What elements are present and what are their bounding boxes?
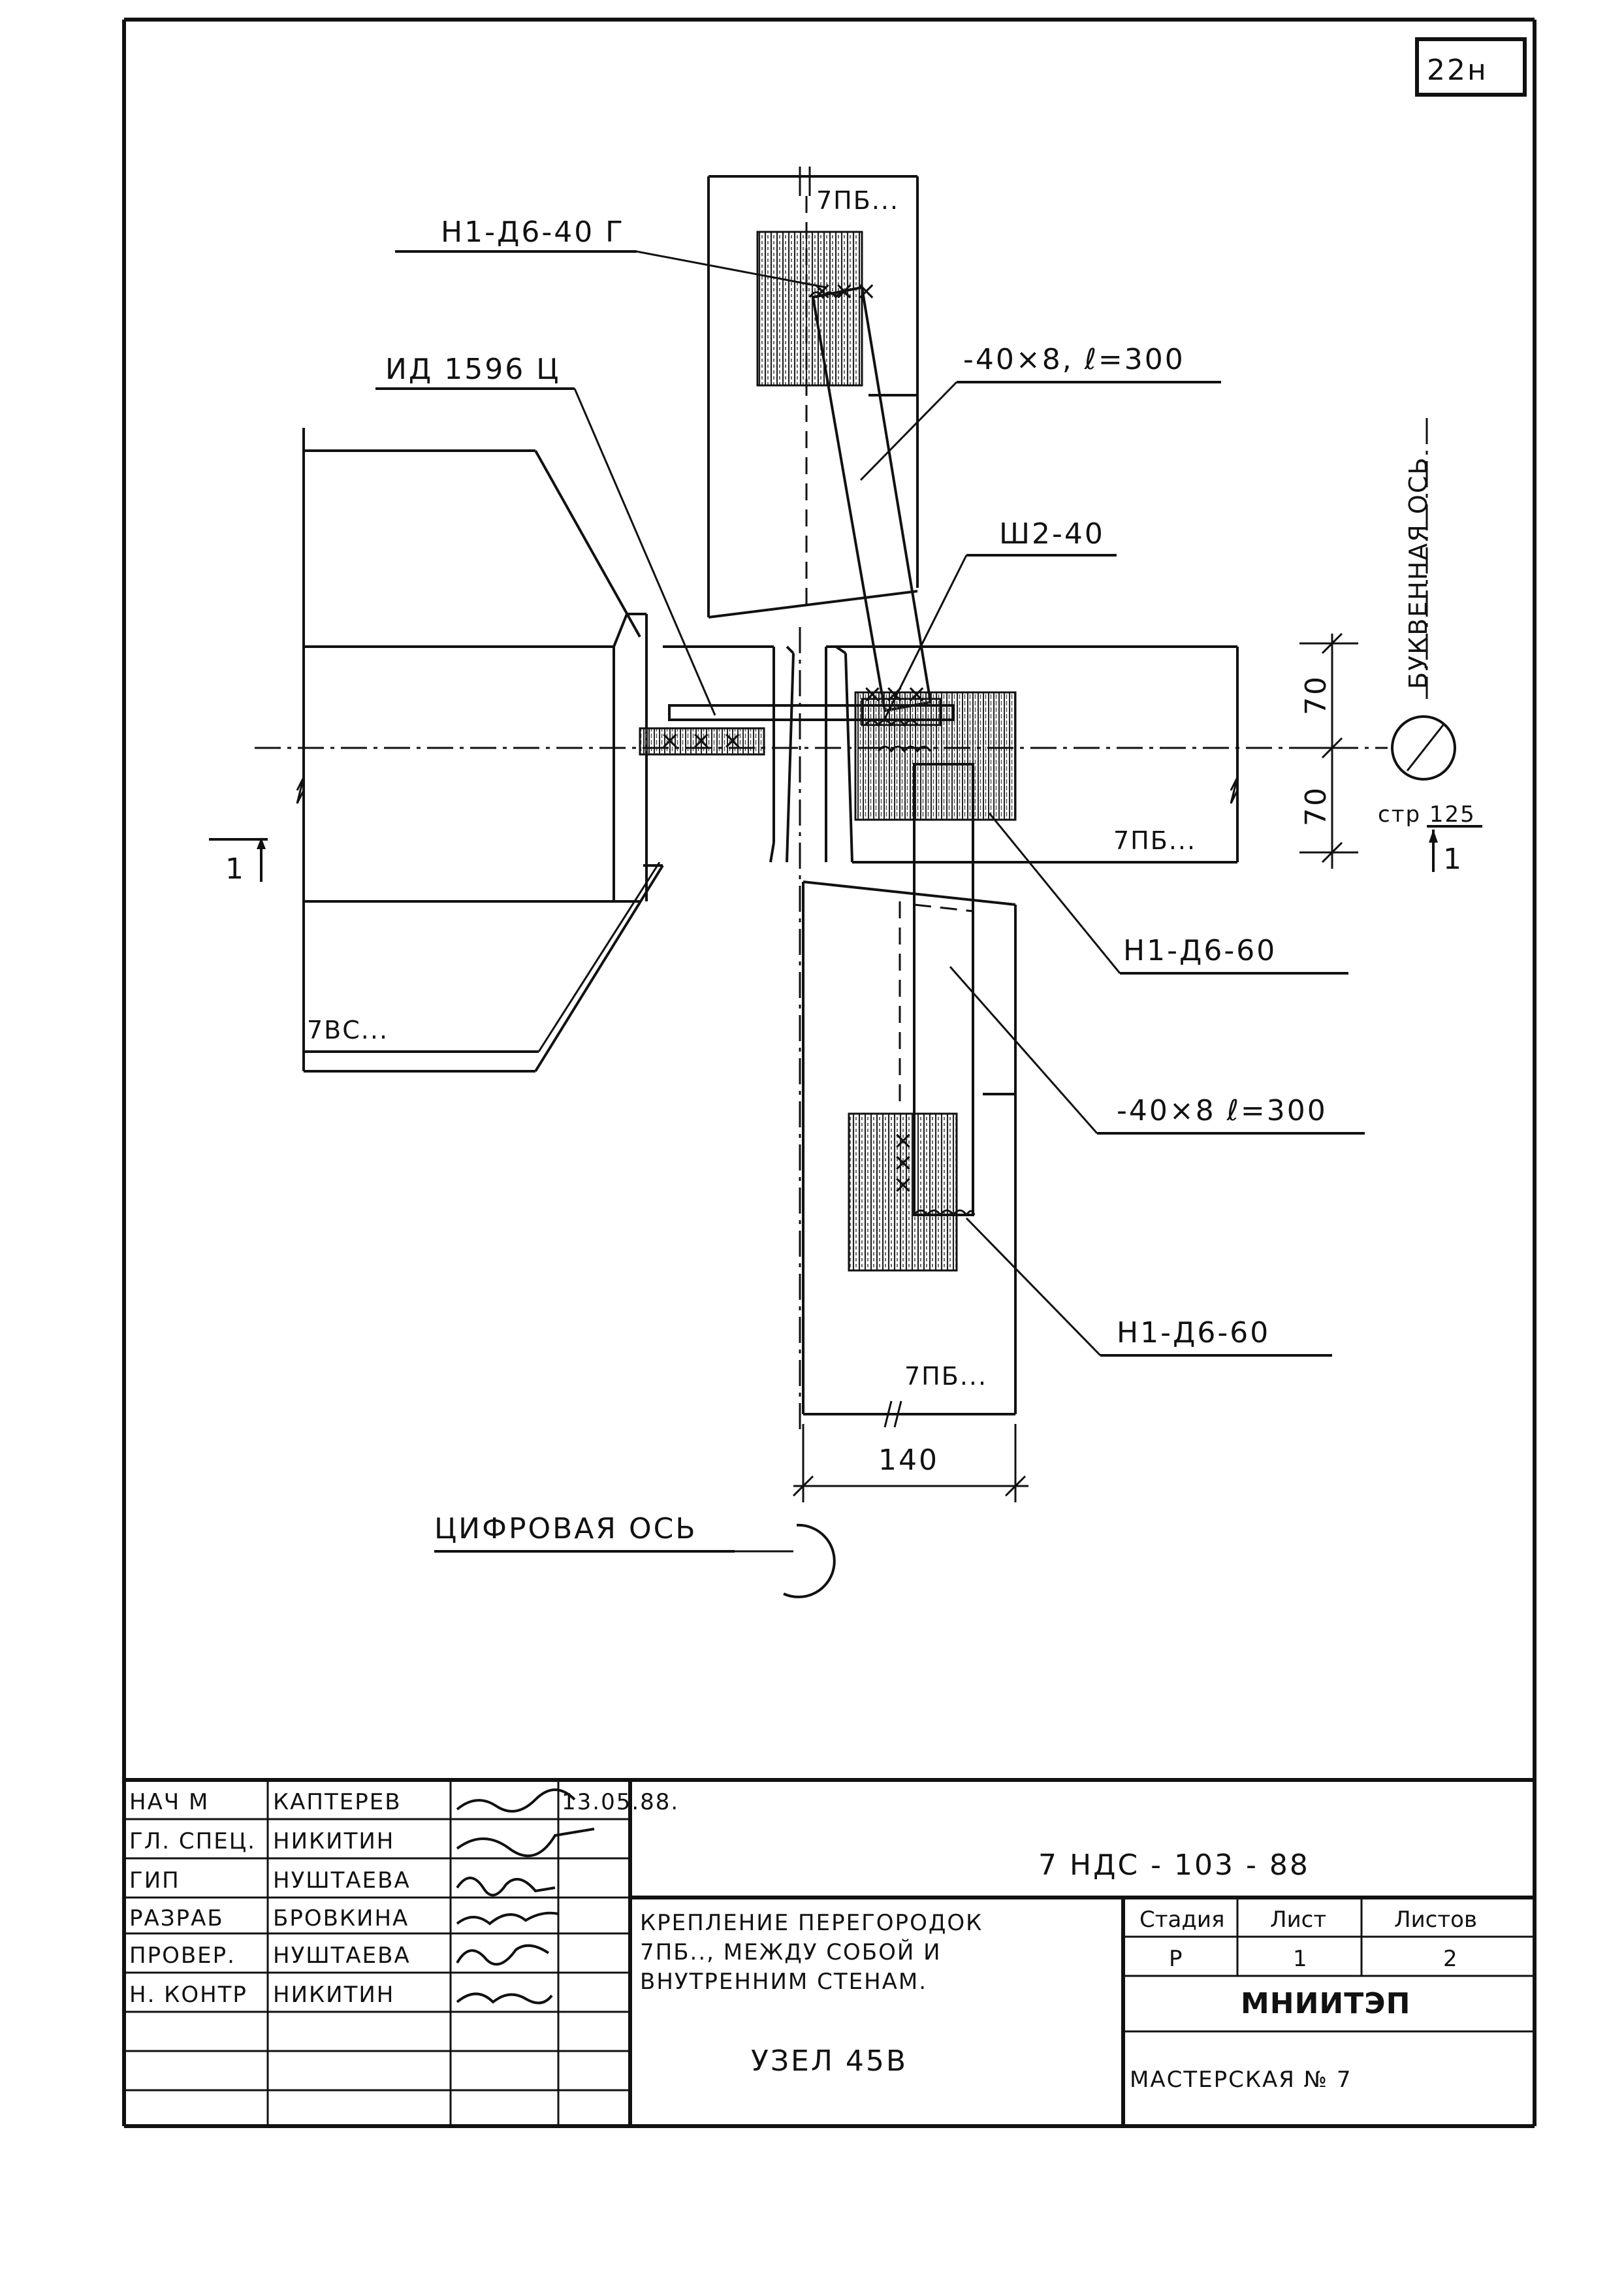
part-item-label: ИД 1596 Ц: [385, 353, 560, 386]
letter-axis-marker: БУКВЕННАЯ ОСЬ: [1391, 457, 1456, 781]
name-3: НУШТАЕВА: [273, 1867, 411, 1894]
section-right-number: 1: [1443, 843, 1463, 876]
top-partition-panel: [707, 167, 919, 619]
sheet-header: Лист: [1270, 1907, 1326, 1933]
sheet-value: 1: [1293, 1946, 1309, 1972]
section-left-number: 1: [225, 852, 246, 886]
description-line-1: КРЕПЛЕНИЕ ПЕРЕГОРОДОК: [640, 1910, 983, 1936]
stage-header: Стадия: [1139, 1907, 1224, 1933]
name-6: НИКИТИН: [273, 1982, 394, 2008]
document-code: 7 НДС - 103 - 88: [1038, 1849, 1310, 1882]
left-wall-label: 7ВС...: [307, 1016, 389, 1044]
hinge-cluster: ×××: [861, 679, 942, 753]
hinge-label: Ш2-40: [999, 517, 1105, 551]
anchor-bottom-label: Н1-Д6-60: [1117, 1316, 1270, 1349]
digit-axis-marker: ЦИФРОВАЯ ОСЬ: [434, 1512, 836, 1598]
dim-70-top: 70: [1299, 675, 1333, 715]
dim-140: 140: [878, 1444, 939, 1477]
svg-text:× × ×: × × ×: [660, 726, 744, 754]
organization: МНИИТЭП: [1241, 1987, 1410, 2020]
role-5: ПРОВЕР.: [129, 1943, 236, 1969]
role-4: РАЗРАБ: [129, 1905, 224, 1931]
bottom-panel-label: 7ПБ...: [904, 1362, 987, 1391]
sheet-number: 22н: [1427, 54, 1488, 87]
top-panel-label: 7ПБ...: [816, 186, 899, 215]
sheets-header: Листов: [1394, 1907, 1477, 1933]
stage-value: Р: [1169, 1946, 1184, 1972]
svg-text:×××: ×××: [812, 276, 878, 305]
anchor-mid-label: Н1-Д6-60: [1123, 934, 1277, 967]
approval-date: 13.05.88.: [562, 1789, 679, 1815]
title-block: НАЧ М ГЛ. СПЕЦ. ГИП РАЗРАБ ПРОВЕР. Н. КО…: [124, 1778, 1535, 2126]
name-2: НИКИТИН: [273, 1828, 394, 1854]
strip-bottom-label: -40×8 ℓ=300: [1117, 1094, 1328, 1127]
svg-text:×××: ×××: [862, 679, 929, 708]
workshop: МАСТЕРСКАЯ № 7: [1130, 2067, 1352, 2093]
digit-axis-label: ЦИФРОВАЯ ОСЬ: [434, 1512, 697, 1545]
sheets-value: 2: [1443, 1946, 1459, 1972]
axis-lines: [255, 418, 1428, 1430]
embedded-part: × × ×: [639, 704, 955, 756]
vertical-dimension: 70 70: [1299, 632, 1358, 869]
right-partition-panel: [836, 645, 1239, 862]
anchor-top-label: Н1-Д6-40 Г: [441, 216, 625, 249]
role-6: Н. КОНТР: [129, 1982, 247, 2008]
section-ref: стр 125: [1378, 801, 1476, 828]
drawing-labels: 7ПБ... Н1-Д6-40 Г -40×8, ℓ=300 ИД 1596 Ц…: [307, 186, 1328, 1391]
bottom-partition-panel: ×××: [802, 763, 1017, 1428]
description-line-2: 7ПБ.., МЕЖДУ СОБОЙ И: [640, 1939, 942, 1965]
section-marker-right: 1 стр 125: [1378, 801, 1482, 876]
description-line-3: ВНУТРЕННИМ СТЕНАМ.: [640, 1969, 927, 1995]
strip-top-label: -40×8, ℓ=300: [963, 343, 1185, 376]
role-1: НАЧ М: [129, 1789, 209, 1815]
signatures: [456, 1788, 595, 2005]
joint-gap: [663, 645, 1237, 864]
name-5: НУШТАЕВА: [273, 1943, 411, 1969]
letter-axis-label: БУКВЕННАЯ ОСЬ: [1404, 457, 1433, 689]
left-interior-wall: [296, 428, 664, 1073]
sheet-number-box: 22н: [1415, 37, 1527, 97]
dim-70-bottom: 70: [1299, 786, 1333, 826]
name-1: КАПТЕРЕВ: [273, 1789, 402, 1815]
role-3: ГИП: [129, 1867, 180, 1894]
name-4: БРОВКИНА: [273, 1905, 409, 1931]
width-dimension: 140: [792, 1424, 1028, 1502]
right-panel-label: 7ПБ...: [1113, 826, 1196, 855]
node-label: УЗЕЛ 45В: [751, 2044, 908, 2078]
svg-text:×××: ×××: [888, 1129, 917, 1195]
leaders: [304, 250, 1365, 1357]
role-2: ГЛ. СПЕЦ.: [129, 1828, 256, 1854]
section-marker-left: 1: [209, 837, 268, 886]
sheet-frame: [122, 18, 1536, 2128]
